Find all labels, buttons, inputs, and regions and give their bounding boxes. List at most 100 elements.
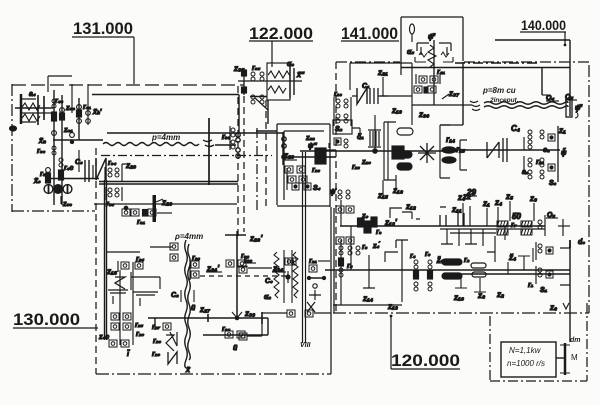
svg-text:r₃: r₃ bbox=[425, 251, 431, 258]
svg-text:ū: ū bbox=[191, 305, 196, 312]
svg-text:δ₁: δ₁ bbox=[357, 134, 364, 141]
svg-text:r₂: r₂ bbox=[464, 257, 470, 264]
svg-text:r₈: r₈ bbox=[376, 229, 382, 236]
svg-text:r₃₁: r₃₁ bbox=[137, 219, 145, 226]
svg-text:r₁₈: r₁₈ bbox=[334, 91, 342, 98]
svg-text:x̄'': x̄'' bbox=[296, 71, 305, 79]
svg-text:r₃₈: r₃₈ bbox=[37, 148, 45, 155]
svg-text:C₆: C₆ bbox=[265, 278, 273, 285]
svg-text:122.000: 122.000 bbox=[249, 24, 313, 43]
svg-text:z₃₆: z₃₆ bbox=[418, 110, 429, 119]
svg-text:z₈: z₈ bbox=[477, 291, 485, 300]
svg-text:S₃: S₃ bbox=[549, 180, 557, 187]
svg-text:r₄₁: r₄₁ bbox=[83, 104, 92, 111]
svg-text:2început.: 2început. bbox=[489, 97, 519, 104]
svg-text:r₃₂: r₃₂ bbox=[244, 257, 252, 264]
svg-text:p=4mm: p=4mm bbox=[151, 133, 180, 142]
svg-text:z₂₇: z₂₇ bbox=[199, 305, 211, 314]
svg-text:O₄: O₄ bbox=[546, 95, 554, 102]
svg-text:r₃₉: r₃₉ bbox=[222, 134, 230, 141]
svg-text:z₄c: z₄c bbox=[98, 334, 109, 341]
svg-text:131.000: 131.000 bbox=[73, 19, 133, 38]
svg-text:140.000: 140.000 bbox=[521, 18, 566, 33]
svg-text:z̆₄: z̆₄ bbox=[508, 253, 516, 262]
svg-text:O₅: O₅ bbox=[565, 94, 573, 101]
svg-text:z₅₀: z₅₀ bbox=[62, 201, 72, 208]
svg-text:r₂₆: r₂₆ bbox=[136, 331, 144, 338]
svg-text:d₆: d₆ bbox=[578, 239, 585, 246]
svg-text:z₁: z₁ bbox=[558, 126, 566, 135]
svg-text:z₅: z₅ bbox=[505, 192, 513, 201]
svg-text:r₂₃: r₂₃ bbox=[192, 255, 200, 262]
svg-text:α₃: α₃ bbox=[287, 61, 294, 68]
svg-text:r₂₉: r₂₉ bbox=[152, 351, 160, 358]
svg-text:z₁₀: z₁₀ bbox=[453, 293, 464, 302]
svg-text:r₄₁: r₄₁ bbox=[437, 69, 446, 76]
svg-text:z₃: z₃ bbox=[529, 194, 537, 203]
svg-text:dm: dm bbox=[570, 337, 581, 344]
svg-text:x̄: x̄ bbox=[185, 366, 191, 374]
svg-text:r₃₄: r₃₄ bbox=[108, 160, 116, 167]
svg-text:z₃₃: z₃₃ bbox=[244, 309, 255, 318]
svg-text:O₂: O₂ bbox=[547, 212, 555, 219]
svg-text:r₁₄: r₁₄ bbox=[446, 135, 455, 144]
svg-text:z₁₂': z₁₂' bbox=[384, 218, 398, 227]
svg-text:z₂: z₂ bbox=[496, 290, 504, 299]
svg-text:n=1000 r/s: n=1000 r/s bbox=[507, 359, 545, 368]
svg-text:z₁₂: z₁₂ bbox=[405, 202, 416, 211]
svg-text:r₂₄: r₂₄ bbox=[136, 256, 144, 263]
svg-text:S₂: S₂ bbox=[335, 126, 343, 133]
svg-text:ü: ü bbox=[233, 345, 238, 352]
svg-text:120.000: 120.000 bbox=[391, 351, 460, 370]
svg-text:z₂₁: z₂₁ bbox=[377, 68, 388, 77]
svg-text:z₄: z₄ bbox=[457, 193, 465, 202]
svg-text:r₃: r₃ bbox=[362, 244, 368, 251]
svg-text:r₂₁: r₂₁ bbox=[309, 258, 317, 265]
svg-text:z₁₉: z₁₉ bbox=[391, 106, 402, 115]
svg-text:r₁₂: r₁₂ bbox=[536, 159, 544, 166]
svg-text:r₇: r₇ bbox=[511, 222, 517, 229]
svg-text:r₁: r₁ bbox=[528, 282, 534, 289]
svg-text:a₄: a₄ bbox=[29, 91, 36, 98]
svg-text:ψ̇: ψ̇ bbox=[330, 189, 337, 196]
svg-text:5̄0: 5̄0 bbox=[512, 212, 521, 221]
svg-text:α₂: α₂ bbox=[264, 294, 271, 301]
svg-text:ψ̃: ψ̃ bbox=[561, 149, 567, 157]
svg-text:z₁₄: z₁₄ bbox=[362, 294, 373, 303]
svg-text:r₂₈: r₂₈ bbox=[153, 338, 161, 345]
svg-text:x̄ₕ': x̄ₕ' bbox=[92, 108, 102, 116]
svg-text:z₂₆: z₂₆ bbox=[361, 159, 371, 166]
svg-text:p=8m cu: p=8m cu bbox=[482, 86, 516, 95]
svg-text:zₖ: zₖ bbox=[462, 192, 472, 201]
svg-text:z₂₉: z₂₉ bbox=[125, 161, 136, 170]
svg-text:r₁₅: r₁₅ bbox=[456, 145, 465, 154]
svg-text:z₆: z₆ bbox=[361, 213, 369, 220]
svg-text:z₂₈: z₂₈ bbox=[161, 198, 172, 207]
svg-text:z₀: z₀ bbox=[549, 303, 557, 312]
svg-text:z₃₇: z₃₇ bbox=[448, 89, 460, 98]
svg-text:ψ'': ψ'' bbox=[308, 143, 317, 150]
svg-text:r₃₂: r₃₂ bbox=[241, 253, 249, 260]
svg-text:z₂₂: z₂₂ bbox=[305, 135, 315, 142]
svg-text:z₁₁: z₁₁ bbox=[451, 205, 462, 214]
svg-text:z₃₁: z₃₁ bbox=[63, 127, 73, 134]
svg-text:z₁: z₁ bbox=[482, 199, 490, 208]
svg-text:r₃₀: r₃₀ bbox=[222, 326, 230, 333]
svg-text:x̄ₙ: x̄ₙ bbox=[38, 137, 47, 145]
svg-text:r₃₅: r₃₅ bbox=[252, 65, 260, 72]
svg-text:r₁₃: r₁₃ bbox=[352, 164, 360, 171]
svg-text:N=1,1kw: N=1,1kw bbox=[509, 346, 542, 355]
svg-text:z₁₃: z₁₃ bbox=[387, 302, 398, 311]
svg-text:M: M bbox=[571, 353, 578, 362]
svg-text:r₃₃: r₃₃ bbox=[106, 201, 114, 208]
svg-text:a₁: a₁ bbox=[522, 169, 529, 176]
svg-text:z̆₄: z̆₄ bbox=[436, 256, 444, 264]
svg-text:x̄₉: x̄₉ bbox=[33, 177, 41, 185]
svg-text:r₄: r₄ bbox=[410, 253, 416, 260]
svg-text:r₄₀: r₄₀ bbox=[55, 98, 64, 105]
svg-text:C₁: C₁ bbox=[362, 83, 370, 90]
svg-text:z₃₈: z₃₈ bbox=[65, 105, 75, 112]
svg-text:ψ̄': ψ̄' bbox=[575, 104, 582, 112]
svg-text:130.000: 130.000 bbox=[13, 310, 80, 329]
svg-text:141.000: 141.000 bbox=[341, 24, 398, 43]
